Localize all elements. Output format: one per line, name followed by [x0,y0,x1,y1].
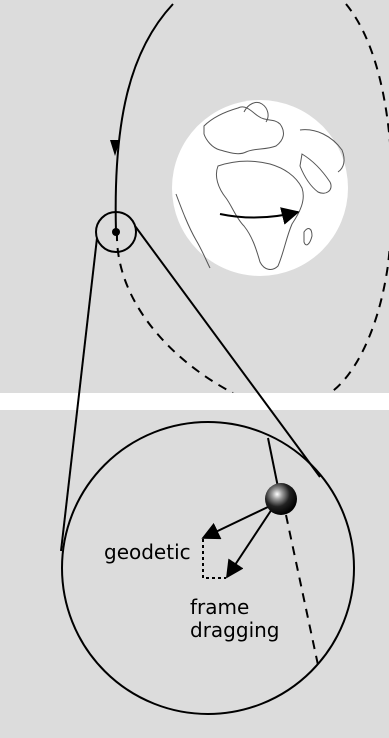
sphere-icon [265,483,297,515]
geodetic-label: geodetic [104,541,191,564]
satellite-dot [112,228,120,236]
bottom-panel [0,410,389,738]
frame-dragging-label: frame dragging [190,596,280,642]
frame-dragging-label-line2: dragging [190,619,280,642]
earth-globe-icon [172,100,348,276]
frame-dragging-label-line1: frame [190,596,280,619]
